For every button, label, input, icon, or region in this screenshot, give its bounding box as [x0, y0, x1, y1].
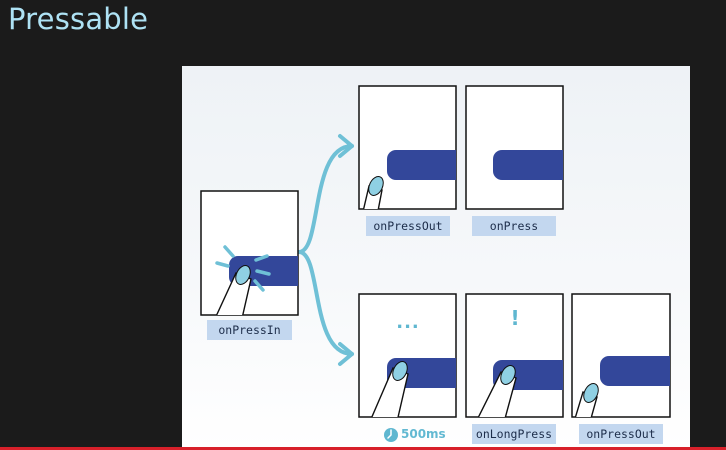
label-press-out-top: onPressOut [366, 216, 450, 236]
alert-glyph: ! [510, 306, 520, 330]
pressable-diagram: ... ! onPressIn onPressOut onPress 500ms… [182, 66, 690, 450]
arrowhead-bottom [338, 342, 354, 366]
label-press-in: onPressIn [207, 320, 292, 340]
button-shape [493, 150, 563, 180]
fingertip [500, 365, 516, 385]
diagram-canvas [182, 66, 690, 450]
press-burst-lines [215, 245, 271, 292]
panel-press [465, 85, 564, 210]
arrow-to-long-press [297, 250, 354, 356]
panel-long-press [465, 293, 564, 418]
label-long-press: onLongPress [472, 424, 556, 444]
branch-arrows [297, 134, 354, 366]
panel-press-out-bottom [571, 293, 671, 418]
arrowhead-top [338, 134, 354, 158]
fingertip [368, 176, 384, 196]
button-shape [600, 356, 670, 386]
slide-title: Pressable [8, 2, 149, 36]
fingertip [583, 383, 599, 403]
arrow-to-press-out [297, 144, 354, 254]
label-duration: 500ms [401, 427, 446, 441]
label-press-out-bottom: onPressOut [579, 424, 663, 444]
video-progress-bar[interactable] [0, 447, 726, 450]
waiting-dots: ... [396, 312, 420, 333]
panel-waiting [358, 293, 457, 418]
label-press: onPress [472, 216, 556, 236]
clock-icon [384, 428, 398, 442]
fingertip [235, 265, 251, 285]
fingertip [392, 361, 408, 381]
panel-press-in [200, 190, 299, 316]
panel-press-out-top [358, 85, 457, 210]
button-shape [387, 150, 456, 180]
